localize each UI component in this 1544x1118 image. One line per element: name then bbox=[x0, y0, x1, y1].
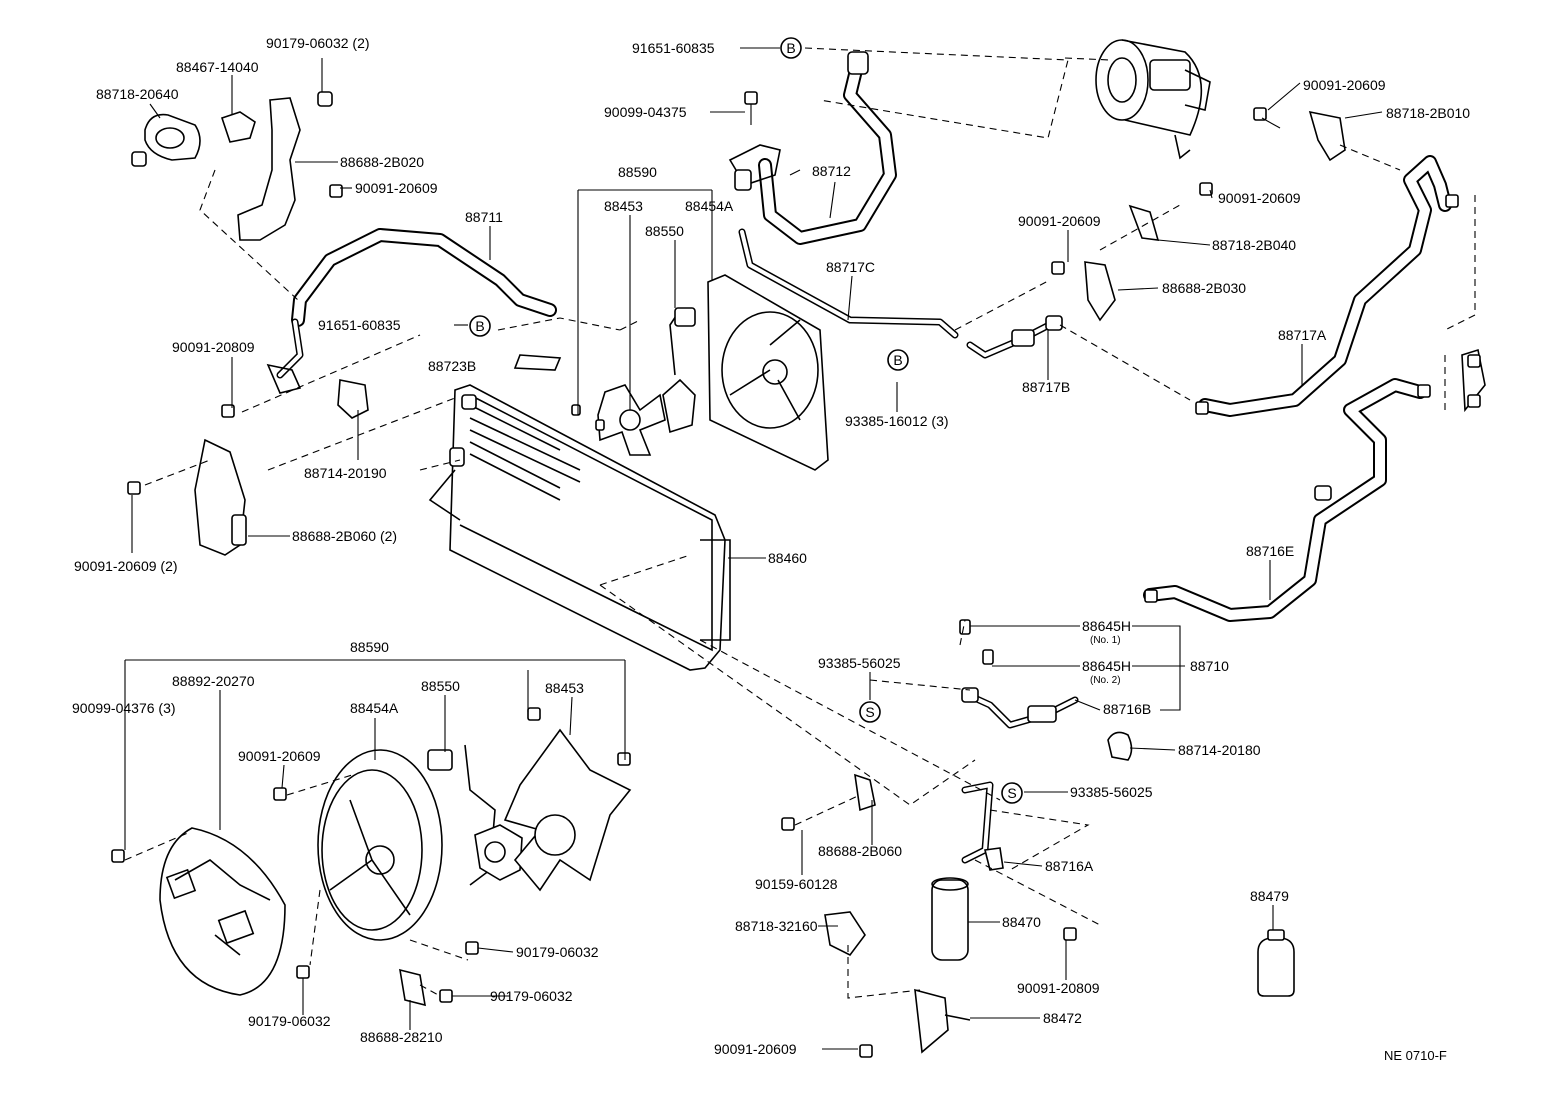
assembly-lines bbox=[124, 47, 1476, 999]
fan-shroud-bottom-drawing bbox=[159, 827, 286, 996]
fan-bottom-drawing bbox=[317, 728, 632, 941]
label-90179-06032-c: 90179-06032 bbox=[248, 1013, 331, 1029]
label-88711: 88711 bbox=[465, 209, 503, 225]
label-88460: 88460 bbox=[768, 550, 807, 566]
fasteners-drawing bbox=[111, 91, 1481, 1058]
leader-lines bbox=[124, 47, 1383, 1050]
condenser-drawing bbox=[428, 384, 731, 671]
label-90091-20809-left: 90091-20809 bbox=[172, 339, 255, 355]
b-marker-center: B bbox=[887, 349, 909, 371]
label-88892-20270: 88892-20270 bbox=[172, 673, 255, 689]
label-88723b: 88723B bbox=[428, 358, 476, 374]
hose-88716e-drawing bbox=[1143, 378, 1427, 622]
label-88717c: 88717C bbox=[826, 259, 875, 275]
label-88590-bottom: 88590 bbox=[350, 639, 389, 655]
compressor-drawing bbox=[1095, 39, 1211, 160]
label-88453-bottom: 88453 bbox=[545, 680, 584, 696]
label-90099-04376-3: 90099-04376 (3) bbox=[72, 700, 176, 716]
receiver-drier-drawing bbox=[914, 781, 1004, 1054]
label-88716e: 88716E bbox=[1246, 543, 1294, 559]
label-90091-20609-f: 90091-20609 bbox=[238, 748, 321, 764]
svg-text:B: B bbox=[786, 40, 795, 56]
svg-text:B: B bbox=[893, 352, 902, 368]
label-88718-2b040: 88718-2B040 bbox=[1212, 237, 1296, 253]
oil-bottle-drawing bbox=[1257, 929, 1295, 997]
label-90099-04375: 90099-04375 bbox=[604, 104, 687, 120]
label-88717b: 88717B bbox=[1022, 379, 1070, 395]
label-88718-32160: 88718-32160 bbox=[735, 918, 818, 934]
label-88718-20640: 88718-20640 bbox=[96, 86, 179, 102]
label-88717a: 88717A bbox=[1278, 327, 1327, 343]
label-88645h-1-note: (No. 1) bbox=[1090, 635, 1121, 646]
reference-code: NE 0710-F bbox=[1384, 1048, 1447, 1063]
switch-88467-14040-drawing bbox=[220, 91, 333, 143]
label-90091-20609-a: 90091-20609 bbox=[355, 180, 438, 196]
label-88550-top: 88550 bbox=[645, 223, 684, 239]
label-88716b: 88716B bbox=[1103, 701, 1151, 717]
label-88645h-1: 88645H bbox=[1082, 618, 1131, 634]
pipe-88717c-drawing bbox=[738, 228, 1063, 359]
label-88472: 88472 bbox=[1043, 1010, 1082, 1026]
hose-88711-drawing bbox=[266, 228, 557, 394]
label-90091-20609-b: 90091-20609 bbox=[1218, 190, 1301, 206]
s-marker-b: S bbox=[1001, 782, 1023, 804]
label-88714-20190: 88714-20190 bbox=[304, 465, 387, 481]
label-88454a-top: 88454A bbox=[685, 198, 734, 214]
label-91651-60835-left: 91651-60835 bbox=[318, 317, 401, 333]
discharge-hose-drawing bbox=[728, 51, 897, 245]
label-90091-20609-c: 90091-20609 bbox=[1018, 213, 1101, 229]
label-93385-56025-a: 93385-56025 bbox=[818, 655, 901, 671]
label-88688-2b060-2: 88688-2B060 (2) bbox=[292, 528, 397, 544]
label-88479: 88479 bbox=[1250, 888, 1289, 904]
label-88716a: 88716A bbox=[1045, 858, 1094, 874]
label-88714-20180: 88714-20180 bbox=[1178, 742, 1261, 758]
s-marker-a: S bbox=[859, 701, 881, 723]
label-88688-28210: 88688-28210 bbox=[360, 1029, 443, 1045]
label-88454a-bottom: 88454A bbox=[350, 700, 399, 716]
label-88550-bottom: 88550 bbox=[421, 678, 460, 694]
label-88688-2b020: 88688-2B020 bbox=[340, 154, 424, 170]
label-91651-60835-top: 91651-60835 bbox=[632, 40, 715, 56]
svg-text:S: S bbox=[865, 704, 874, 720]
pipe-88716b-drawing bbox=[959, 619, 1133, 761]
label-90091-20609-2: 90091-20609 (2) bbox=[74, 558, 178, 574]
label-88453-top: 88453 bbox=[604, 198, 643, 214]
label-90091-20609-e: 90091-20609 bbox=[714, 1041, 797, 1057]
label-88470: 88470 bbox=[1002, 914, 1041, 930]
label-88710: 88710 bbox=[1190, 658, 1229, 674]
clamp-88718-20640-drawing bbox=[131, 113, 201, 167]
svg-text:S: S bbox=[1007, 785, 1016, 801]
label-88688-2b030: 88688-2B030 bbox=[1162, 280, 1246, 296]
fan-shroud-top-drawing bbox=[707, 274, 829, 471]
label-90091-20809-b: 90091-20809 bbox=[1017, 980, 1100, 996]
label-88718-2b010: 88718-2B010 bbox=[1386, 105, 1470, 121]
label-90179-06032-2-top: 90179-06032 (2) bbox=[266, 35, 370, 51]
b-marker-left: B bbox=[469, 315, 491, 337]
label-88467-14040: 88467-14040 bbox=[176, 59, 259, 75]
label-88590-top: 88590 bbox=[618, 164, 657, 180]
label-88645h-2-note: (No. 2) bbox=[1090, 675, 1121, 686]
label-90179-06032-a: 90179-06032 bbox=[516, 944, 599, 960]
bracket-88688-2b020-drawing bbox=[237, 97, 301, 241]
label-90159-60128: 90159-60128 bbox=[755, 876, 838, 892]
misc-brackets-drawing bbox=[194, 110, 1486, 1007]
label-90179-06032-b: 90179-06032 bbox=[490, 988, 573, 1004]
label-93385-16012-3: 93385-16012 (3) bbox=[845, 413, 949, 429]
b-marker-top: B bbox=[780, 37, 802, 59]
label-93385-56025-b: 93385-56025 bbox=[1070, 784, 1153, 800]
label-88645h-2: 88645H bbox=[1082, 658, 1131, 674]
suction-hose-88717a-drawing bbox=[1198, 155, 1452, 417]
svg-text:B: B bbox=[475, 318, 484, 334]
fan-top-drawing bbox=[597, 307, 696, 456]
label-88712: 88712 bbox=[812, 163, 851, 179]
label-90091-20609-d: 90091-20609 bbox=[1303, 77, 1386, 93]
label-88688-2b060-b: 88688-2B060 bbox=[818, 843, 902, 859]
